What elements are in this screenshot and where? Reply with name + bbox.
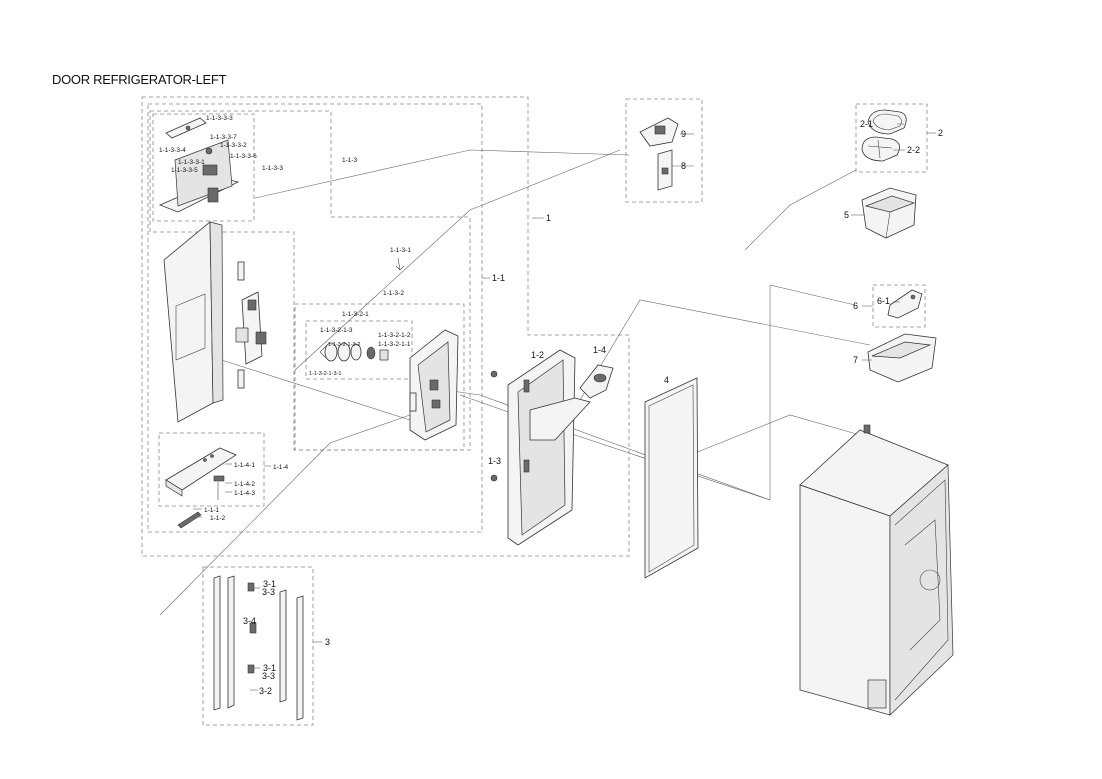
label-3-3a: 3-3	[262, 587, 275, 597]
label-1-1-3-2-1: 1-1-3-2-1	[342, 311, 369, 318]
label-4: 4	[664, 375, 669, 385]
part-9	[639, 117, 679, 147]
label-1-1-3-3-3: 1-1-3-3-3	[206, 115, 233, 122]
part-door-outer-panel	[163, 221, 245, 423]
callout-labels-large: 1 1-1 1-2 1-3 1-4 4 9 8 2-1 2 2-2 5 6 6-…	[243, 119, 943, 696]
label-1-1-3-2-1-3-2: 1-1-3-2-1-3-2	[328, 342, 360, 348]
group-box-8-9	[625, 98, 703, 203]
label-3-4: 3-4	[243, 616, 256, 626]
label-1-1-3-3-7: 1-1-3-3-7	[210, 134, 237, 141]
group-box-1-1-3-2	[294, 303, 465, 451]
group-box-1-1-3-2-1	[305, 320, 413, 380]
label-1-1-2: 1-1-2	[210, 515, 226, 522]
label-1-1-3-3-5: 1-1-3-3-5	[171, 167, 198, 174]
diagram-title: DOOR REFRIGERATOR-LEFT	[52, 72, 227, 87]
label-1-1-3-3-4: 1-1-3-3-4	[159, 147, 186, 154]
label-2: 2	[938, 128, 943, 138]
part-8	[657, 149, 673, 191]
group-box-1-1-3-3	[152, 113, 255, 222]
label-1-1-3-3-2: 1-1-3-3-2	[220, 142, 247, 149]
label-1-1-4-2: 1-1-4-2	[234, 481, 255, 488]
label-1-1-3-2: 1-1-3-2	[383, 290, 404, 297]
label-1-1-3-3-1: 1-1-3-3-1	[178, 159, 205, 166]
group-box-6	[872, 284, 926, 328]
group-boxes	[141, 96, 928, 726]
label-6: 6	[853, 301, 858, 311]
group-box-3	[202, 566, 314, 726]
label-5: 5	[844, 210, 849, 220]
label-7: 7	[853, 355, 858, 365]
label-1-1-3-3: 1-1-3-3	[262, 165, 283, 172]
label-3-1a: 3-1	[263, 579, 276, 589]
label-9: 9	[681, 129, 686, 139]
part-1-1-3-3-bracket	[158, 117, 240, 213]
part-6-1-shelf	[887, 289, 923, 319]
group-box-1-1-4	[158, 432, 265, 507]
label-1-1-4: 1-1-4	[273, 464, 289, 471]
part-2-bins	[861, 109, 907, 162]
label-1-2: 1-2	[531, 350, 544, 360]
label-1-1-3-1: 1-1-3-1	[390, 247, 411, 254]
part-1-1-4-cover	[165, 447, 237, 529]
part-1-3-screws	[490, 370, 498, 482]
label-1-1-4-1: 1-1-4-1	[234, 462, 255, 469]
part-1-1-3-2-1-gears	[319, 342, 389, 362]
label-1-1: 1-1	[492, 273, 505, 283]
part-1-1-3-2-housing	[409, 329, 459, 441]
label-2-1: 2-1	[860, 119, 873, 129]
label-1-1-3-3-6: 1-1-3-3-6	[230, 153, 257, 160]
label-3: 3	[325, 637, 330, 647]
label-1-1-3-2-1-1: 1-1-3-2-1-1	[378, 341, 411, 348]
part-1-2-inner-door	[507, 349, 591, 546]
label-1-3: 1-3	[488, 456, 501, 466]
part-3-trims	[213, 575, 304, 721]
part-7-shelf	[867, 333, 937, 383]
label-1-1-1: 1-1-1	[204, 507, 220, 514]
label-1-1-3-2-1-3-1: 1-1-3-2-1-3-1	[309, 371, 341, 377]
label-1-1-3-2-1-2: 1-1-3-2-1-2	[378, 332, 411, 339]
part-4-gasket	[644, 377, 699, 579]
label-1-4: 1-4	[593, 345, 606, 355]
label-6-1: 6-1	[877, 296, 890, 306]
label-1-1-3-2-1-3: 1-1-3-2-1-3	[320, 327, 353, 334]
label-3-3b: 3-3	[262, 671, 275, 681]
callout-labels: 1-1-3-3-3 1-1-3-3-7 1-1-3-3-2 1-1-3-3-4 …	[159, 115, 411, 522]
label-1-1-4-3: 1-1-4-3	[234, 490, 255, 497]
label-3-2: 3-2	[259, 686, 272, 696]
part-refrigerator-cabinet	[799, 424, 954, 716]
part-1-1-3-1-panel	[235, 257, 405, 365]
group-box-2	[855, 103, 928, 173]
label-ticks	[193, 123, 936, 691]
label-2-2: 2-2	[907, 145, 920, 155]
part-1-4-chute	[579, 364, 614, 399]
group-box-1	[141, 96, 630, 557]
label-1: 1	[546, 213, 551, 223]
label-8: 8	[681, 161, 686, 171]
label-3-1b: 3-1	[263, 663, 276, 673]
part-5-bin	[861, 187, 917, 239]
label-1-1-3: 1-1-3	[342, 157, 358, 164]
